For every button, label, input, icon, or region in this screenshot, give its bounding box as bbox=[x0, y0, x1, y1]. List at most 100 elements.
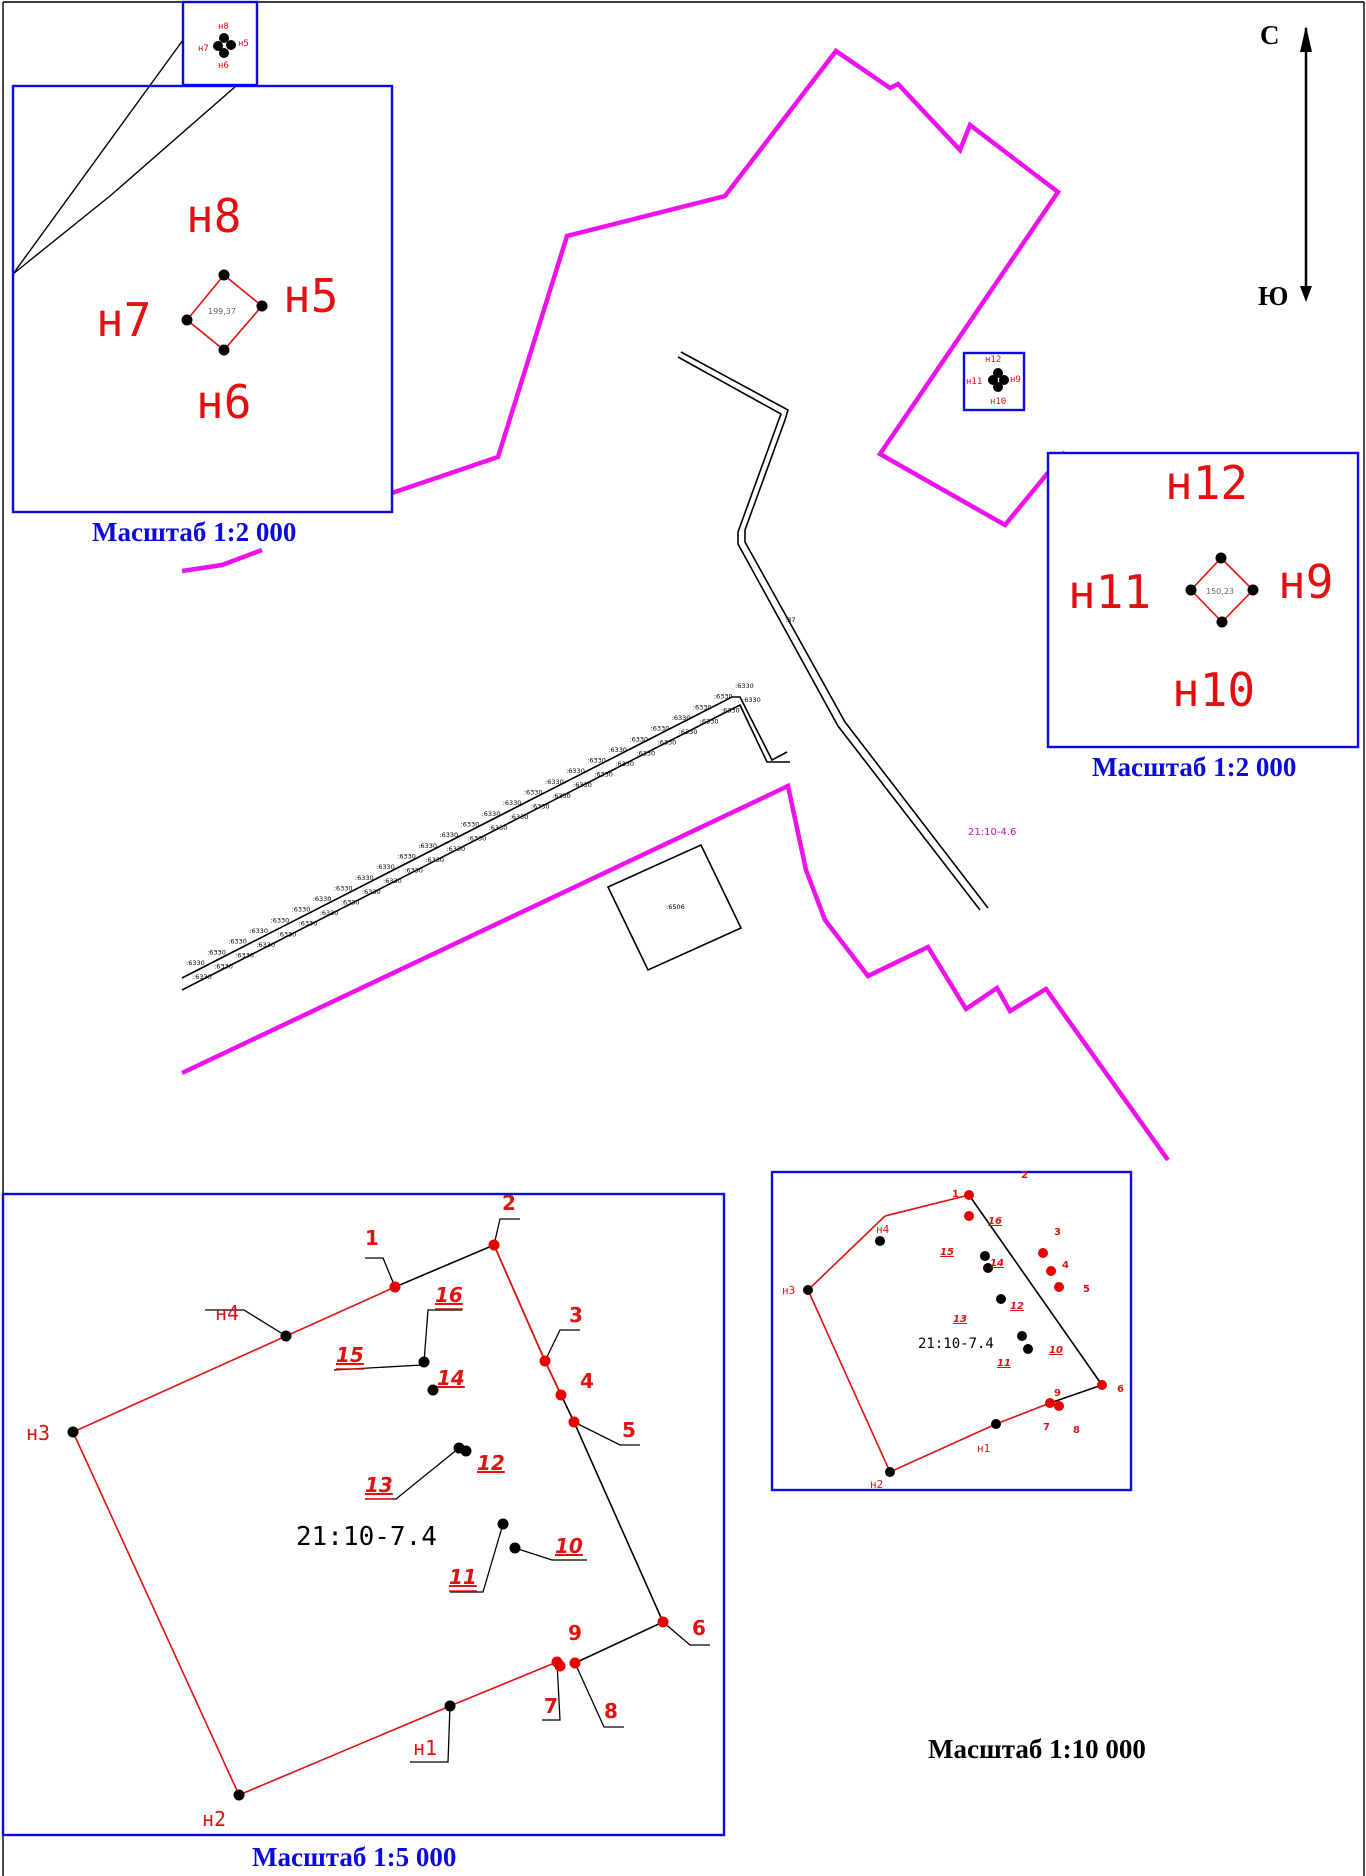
svg-text:н2: н2 bbox=[870, 1478, 883, 1491]
road-label: :6330 bbox=[651, 725, 670, 733]
road-label: :6330 bbox=[679, 728, 698, 736]
pt-15: 15 bbox=[336, 1343, 364, 1367]
road-label: :6330 bbox=[531, 803, 550, 811]
pt-7: 7 bbox=[544, 1694, 558, 1718]
road-label: :6330 bbox=[545, 778, 564, 786]
road-label: :6330 bbox=[524, 789, 543, 797]
inset-top-left: 199,37 н8 н5 н7 н6 bbox=[11, 39, 394, 514]
label-n10: н10 bbox=[1172, 663, 1255, 717]
road-diagonal: :6330:6330:6330:6330:6330:6330:6330:6330… bbox=[181, 682, 790, 991]
road-label: :6330 bbox=[418, 842, 437, 850]
svg-text:н12: н12 bbox=[985, 355, 1001, 365]
label-n9: н9 bbox=[1278, 555, 1333, 609]
road-label: :6330 bbox=[278, 930, 297, 938]
inset-bottom: 1 2 3 4 5 6 7 8 9 н1 н2 н3 н4 16 15 14 1… bbox=[1, 1191, 726, 1837]
road-label: :6330 bbox=[489, 824, 508, 832]
road-label: :6330 bbox=[186, 959, 205, 967]
inset-top-left-area: 199,37 bbox=[208, 307, 236, 316]
label-n5: н5 bbox=[283, 269, 338, 323]
road-label: :6330 bbox=[721, 707, 740, 715]
road-label: :6330 bbox=[341, 898, 360, 906]
road-label: :6330 bbox=[334, 884, 353, 892]
road-label: :6330 bbox=[446, 845, 465, 853]
pt-n3: н3 bbox=[26, 1421, 50, 1445]
road-label: :6330 bbox=[735, 682, 754, 690]
scale-inset-right: Масштаб 1:2 000 bbox=[1092, 752, 1296, 782]
svg-text:н10: н10 bbox=[990, 397, 1006, 407]
road-label: :6330 bbox=[404, 867, 423, 875]
svg-text:н1: н1 bbox=[977, 1442, 990, 1455]
road-label: :6330 bbox=[228, 938, 247, 946]
road-label: :6330 bbox=[376, 863, 395, 871]
road-label: :6330 bbox=[636, 749, 655, 757]
road-label: :6330 bbox=[700, 717, 719, 725]
svg-text:7: 7 bbox=[1043, 1422, 1050, 1433]
pt-2: 2 bbox=[502, 1191, 516, 1215]
road-label: :6330 bbox=[714, 693, 733, 701]
svg-text:3: 3 bbox=[1054, 1227, 1061, 1238]
road-label: :6330 bbox=[313, 895, 332, 903]
road-label: :6330 bbox=[425, 856, 444, 864]
road-label: :6330 bbox=[461, 821, 480, 829]
inset-right: 150,23 н12 н9 н11 н10 bbox=[1046, 451, 1360, 749]
cadastral-block-label: 21:10-4.6 bbox=[968, 827, 1016, 838]
svg-text:н6: н6 bbox=[218, 61, 229, 71]
parcel-cadastral-number: 21:10-7.4 bbox=[296, 1522, 437, 1552]
svg-text:1: 1 bbox=[952, 1189, 959, 1200]
road-label: :6330 bbox=[256, 941, 275, 949]
pt-1: 1 bbox=[365, 1226, 379, 1250]
marker-box-top: н8 н7 н5 н6 bbox=[181, 0, 259, 87]
road-label: :6330 bbox=[397, 853, 416, 861]
road-label: :6330 bbox=[214, 962, 233, 970]
label-n11: н11 bbox=[1068, 565, 1151, 619]
svg-text:н5: н5 bbox=[238, 39, 249, 49]
pt-13: 13 bbox=[365, 1473, 393, 1497]
label-n12: н12 bbox=[1165, 456, 1248, 510]
svg-text:10: 10 bbox=[1049, 1345, 1063, 1356]
pt-10: 10 bbox=[555, 1534, 583, 1558]
road-label: :6330 bbox=[383, 877, 402, 885]
road-label: :6330 bbox=[482, 810, 501, 818]
svg-text:6: 6 bbox=[1117, 1384, 1124, 1395]
compass-south: Ю bbox=[1258, 281, 1288, 311]
pt-4: 4 bbox=[580, 1369, 594, 1393]
road-label: :6330 bbox=[503, 799, 522, 807]
scale-inset-bottom: Масштаб 1:5 000 bbox=[252, 1842, 456, 1872]
road-label: :6330 bbox=[629, 735, 648, 743]
svg-text:13: 13 bbox=[953, 1314, 967, 1325]
road-label: :6330 bbox=[193, 973, 212, 981]
building-parcel: :6506 bbox=[606, 843, 743, 972]
road-label: :6330 bbox=[299, 920, 318, 928]
road-label: :6330 bbox=[552, 792, 571, 800]
road-label: :6330 bbox=[439, 831, 458, 839]
road-label: :6330 bbox=[355, 874, 374, 882]
road-label: :6330 bbox=[468, 835, 487, 843]
road-label: :6330 bbox=[362, 888, 381, 896]
road-label: :6330 bbox=[320, 909, 339, 917]
road-label: :6330 bbox=[693, 703, 712, 711]
road-label: :6330 bbox=[573, 781, 592, 789]
road-label: :6330 bbox=[594, 771, 613, 779]
svg-text:8: 8 bbox=[1073, 1425, 1080, 1436]
pt-8: 8 bbox=[604, 1699, 618, 1723]
svg-text:16: 16 bbox=[988, 1216, 1002, 1227]
svg-text:2: 2 bbox=[1021, 1170, 1028, 1181]
svg-text:н9: н9 bbox=[1010, 375, 1021, 385]
territory-boundary bbox=[181, 47, 1170, 1162]
road-label: :6330 bbox=[615, 760, 634, 768]
label-n7: н7 bbox=[96, 293, 151, 347]
svg-text:н4: н4 bbox=[876, 1223, 890, 1236]
pt-3: 3 bbox=[569, 1303, 583, 1327]
label-n6: н6 bbox=[196, 375, 251, 429]
road-label: :6330 bbox=[566, 767, 585, 775]
road-label: :6330 bbox=[587, 757, 606, 765]
road-label: :6330 bbox=[510, 813, 529, 821]
svg-text:5: 5 bbox=[1083, 1284, 1090, 1295]
pt-n1: н1 bbox=[413, 1736, 437, 1760]
svg-text:15: 15 bbox=[940, 1247, 954, 1258]
svg-text:4: 4 bbox=[1062, 1260, 1069, 1271]
pt-9: 9 bbox=[568, 1621, 582, 1645]
road-label: :6330 bbox=[207, 948, 226, 956]
marker-box-right: н12 н11 н9 н10 bbox=[962, 351, 1026, 412]
